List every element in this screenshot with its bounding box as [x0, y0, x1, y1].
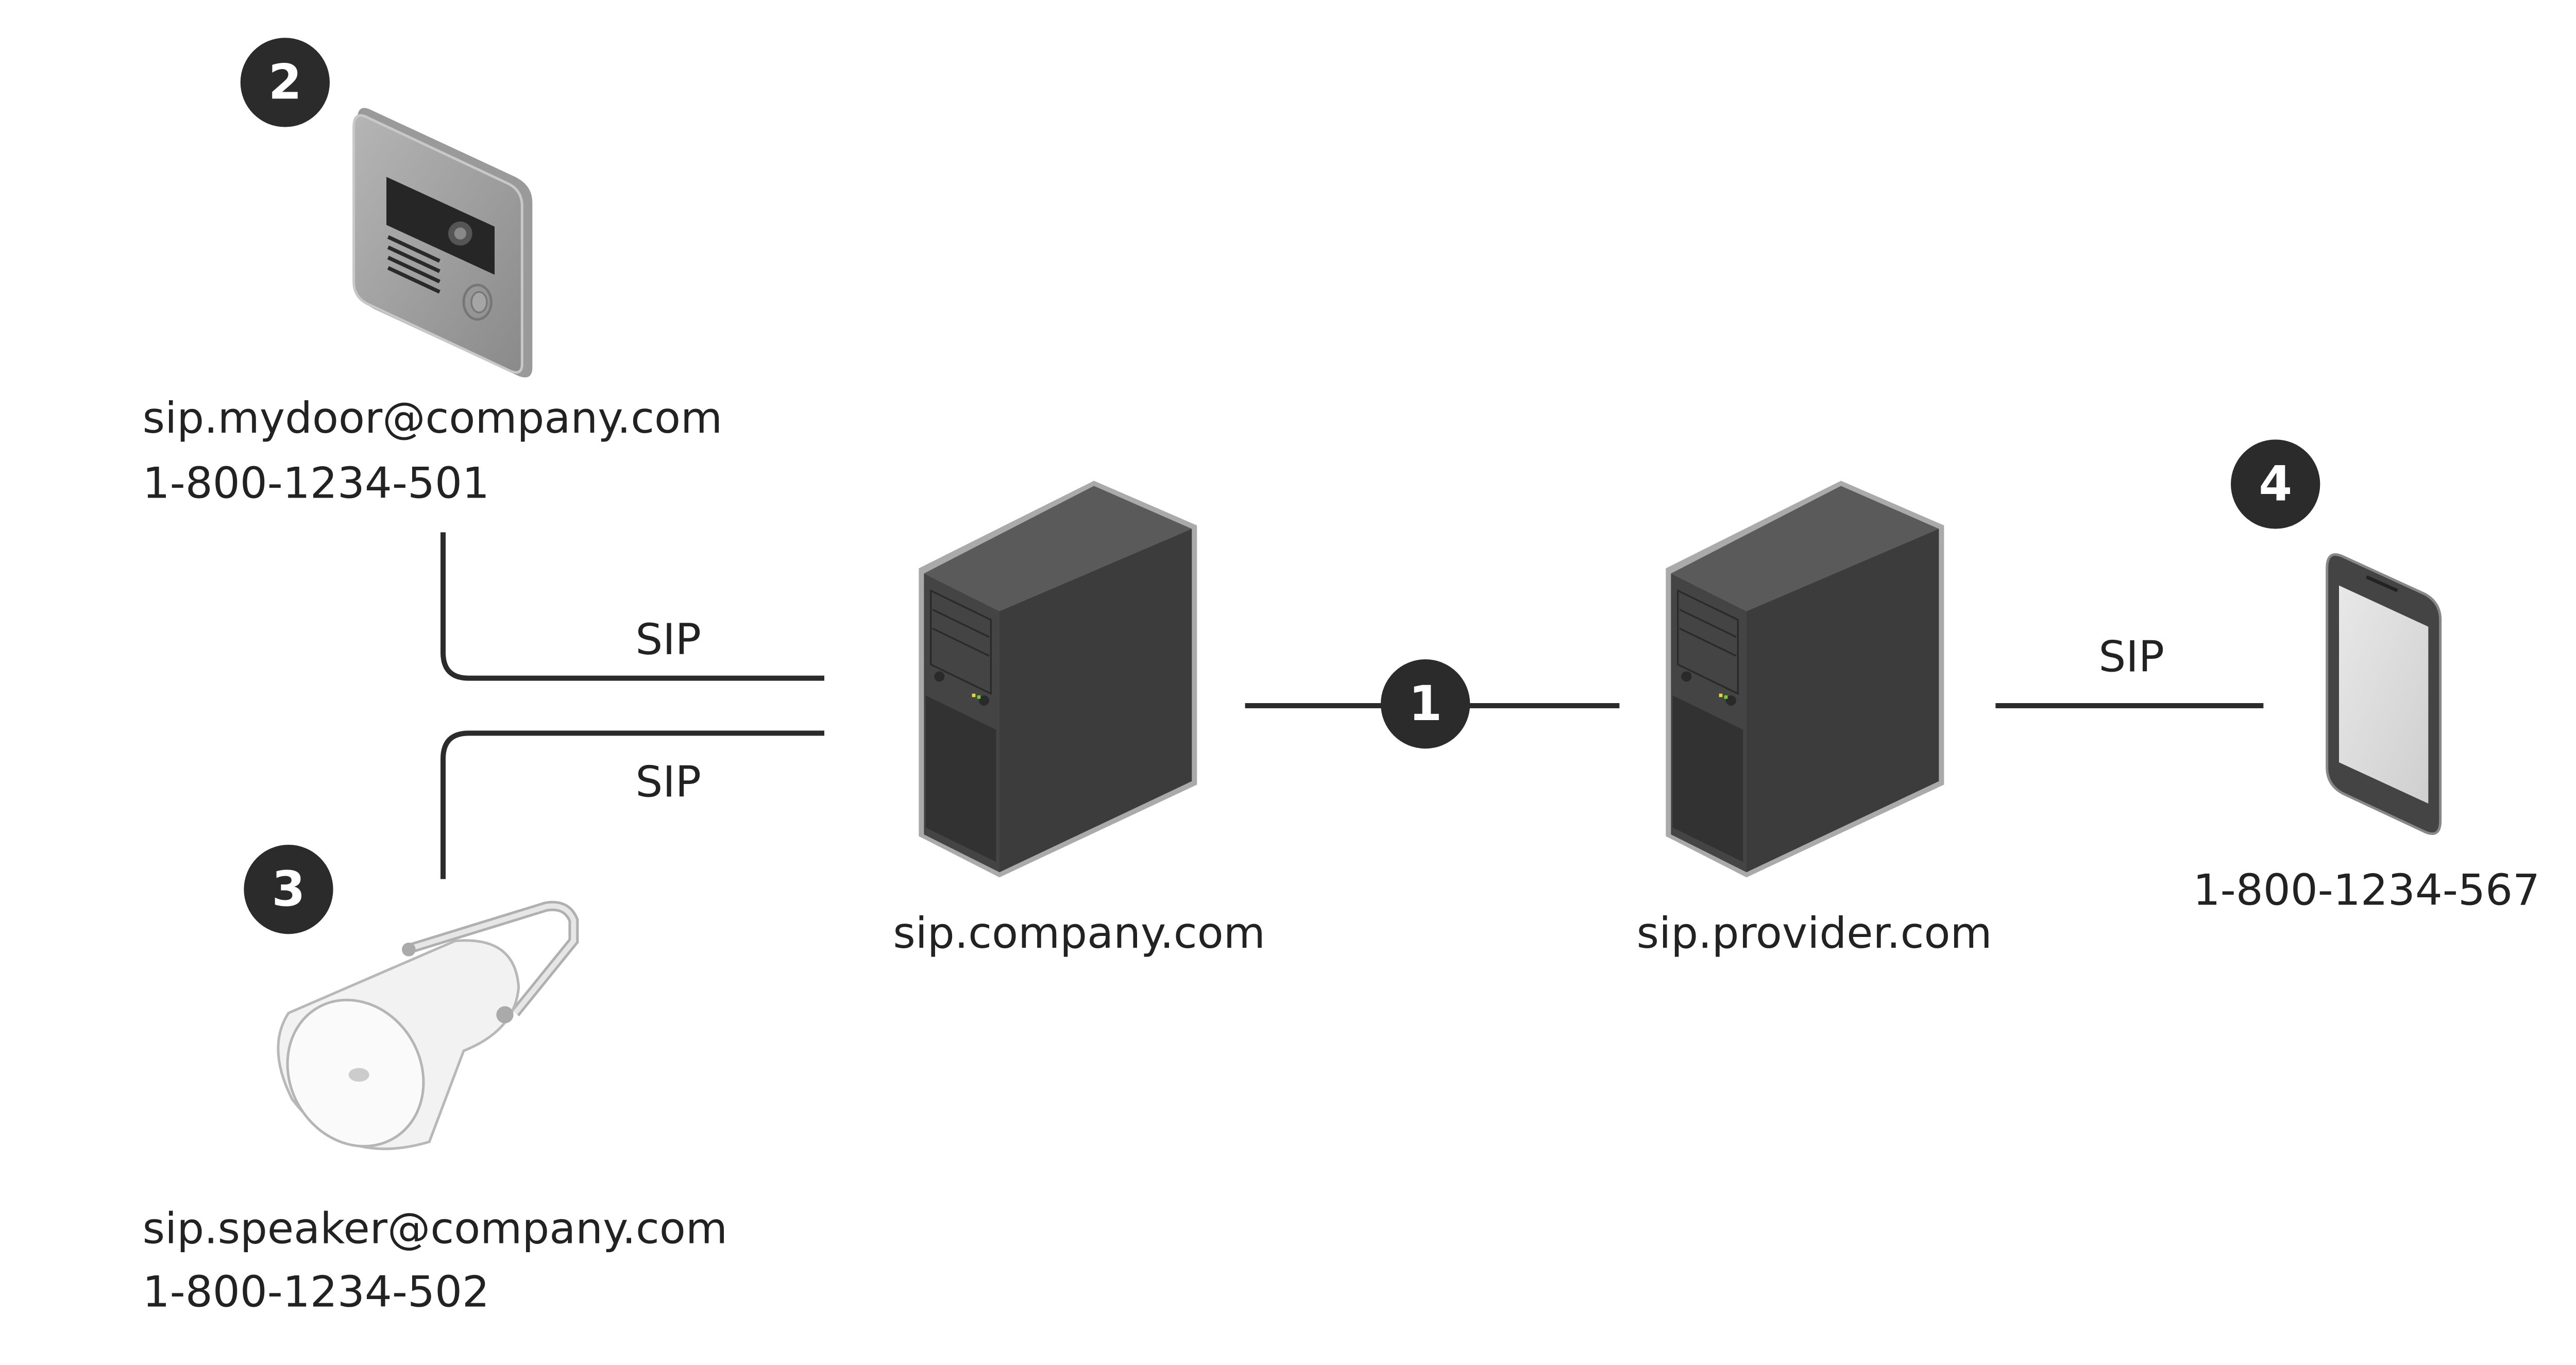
door-station-number: 1-800-1234-501 [143, 458, 489, 508]
door-sip-line [440, 532, 824, 681]
company-server-icon [919, 481, 1197, 878]
speaker-number: 1-800-1234-502 [143, 1267, 489, 1317]
door-station-address: sip.mydoor@company.com [143, 393, 723, 443]
svg-text:1: 1 [1409, 676, 1442, 732]
door-sip-label: SIP [635, 615, 701, 664]
company-server-label: sip.company.com [893, 908, 1265, 958]
badge-1: 1 [1381, 659, 1470, 749]
badge-4: 4 [2231, 439, 2320, 529]
speaker-address: sip.speaker@company.com [143, 1203, 727, 1253]
phone-number: 1-800-1234-567 [2193, 865, 2540, 915]
badge-2: 2 [240, 38, 330, 127]
horn-speaker-icon [277, 901, 579, 1150]
smartphone-icon [2326, 553, 2442, 835]
speaker-sip-label: SIP [635, 757, 701, 807]
door-station-icon [352, 108, 533, 378]
svg-text:3: 3 [272, 861, 306, 917]
svg-text:4: 4 [2259, 456, 2292, 513]
phone-sip-label: SIP [2098, 632, 2164, 681]
speaker-sip-line [440, 730, 824, 879]
svg-text:2: 2 [268, 55, 302, 111]
provider-server-label: sip.provider.com [1637, 908, 1992, 958]
provider-server-icon [1666, 481, 1944, 878]
badge-3: 3 [244, 845, 333, 934]
